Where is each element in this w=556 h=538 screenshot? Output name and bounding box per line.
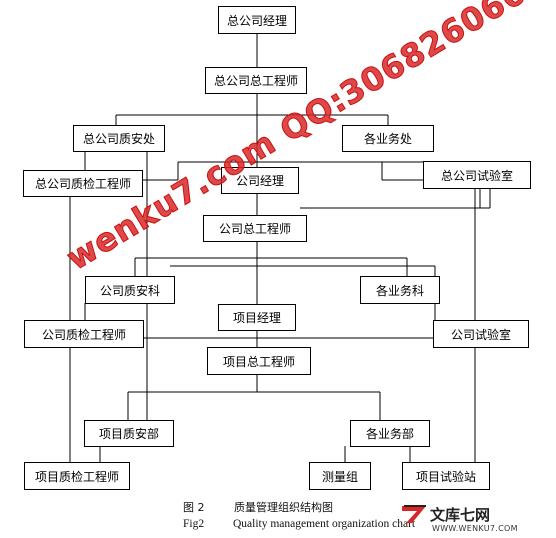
caption-en-figure-number: Fig2	[183, 518, 205, 530]
node-company-quality-inspector: 公司质检工程师	[24, 320, 144, 348]
logo-text: 文库七网	[430, 505, 491, 524]
node-hq-test-lab: 总公司试验室	[423, 161, 531, 189]
node-company-manager: 公司经理	[221, 167, 299, 194]
node-project-manager: 项目经理	[218, 304, 296, 331]
node-company-test-lab: 公司试验室	[433, 320, 529, 348]
site-logo: 文库七网	[400, 503, 490, 525]
node-project-chief-engineer: 项目总工程师	[207, 347, 311, 375]
node-project-test-station: 项目试验站	[402, 462, 490, 490]
caption-en-title: Quality management organization chart	[232, 518, 416, 530]
node-company-quality-safety: 公司质安科	[85, 276, 175, 304]
node-hq-quality-inspector: 总公司质检工程师	[23, 170, 143, 197]
caption-cn-figure-number: 图 2	[183, 501, 205, 514]
node-survey-team: 测量组	[309, 462, 371, 490]
logo-seven-icon	[402, 505, 426, 523]
node-company-chief-engineer: 公司总工程师	[203, 215, 307, 242]
node-hq-chief-engineer: 总公司总工程师	[205, 67, 307, 94]
node-hq-quality-safety: 总公司质安处	[73, 125, 165, 152]
logo-url: WWW.WENKU7.COM	[432, 524, 518, 533]
node-business-sections: 各业务科	[360, 276, 440, 304]
caption-cn-title: 质量管理组织结构图	[234, 501, 333, 514]
caption-chinese: 图 2 质量管理组织结构图	[183, 499, 333, 515]
node-project-quality-safety: 项目质安部	[84, 420, 174, 447]
node-hq-manager: 总公司经理	[218, 6, 296, 34]
node-project-quality-inspector: 项目质检工程师	[24, 462, 130, 490]
caption-english: Fig2 Quality management organization cha…	[183, 518, 415, 530]
node-business-offices: 各业务处	[342, 125, 434, 152]
node-business-departments: 各业务部	[350, 420, 430, 447]
